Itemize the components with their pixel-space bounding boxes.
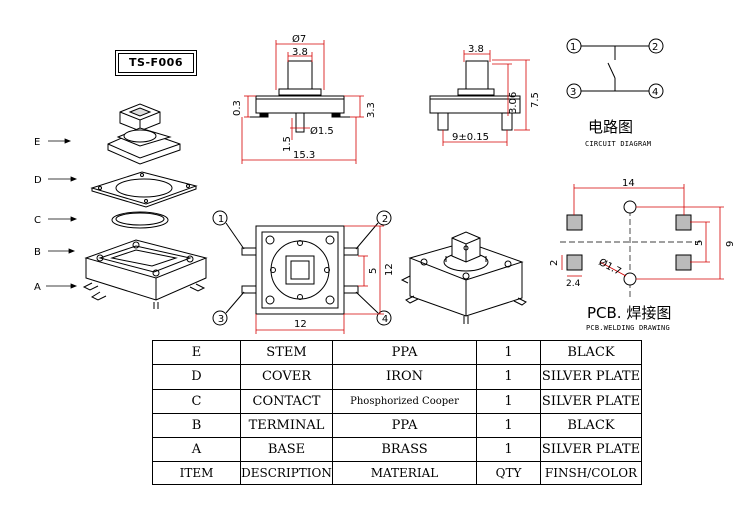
dim-front-pin-length: 1.5 bbox=[282, 136, 293, 152]
cell-qty: 1 bbox=[476, 388, 541, 414]
exploded-label-c: C bbox=[34, 215, 41, 226]
circuit-pin-2: 2 bbox=[652, 42, 658, 53]
exploded-label-d: D bbox=[34, 175, 42, 186]
cell-item: D bbox=[152, 364, 241, 390]
cell-material: IRON bbox=[332, 364, 477, 390]
pcb-dim-height: 9 bbox=[725, 241, 736, 247]
table-row: C CONTACT Phosphorized Cooper 1 SILVER P… bbox=[152, 388, 642, 414]
dim-top-inner: 5 bbox=[368, 268, 379, 274]
dim-top-width: 12 bbox=[294, 319, 307, 330]
dim-side-pins: 9±0.15 bbox=[452, 132, 489, 143]
circuit-diagram bbox=[566, 38, 664, 99]
dim-front-total: 15.3 bbox=[293, 150, 315, 161]
exploded-arrows bbox=[46, 138, 78, 289]
cell-material: PPA bbox=[332, 412, 477, 439]
cell-material: PPA bbox=[332, 339, 477, 366]
dim-top-height: 12 bbox=[384, 263, 395, 276]
circuit-title: 电路图 bbox=[588, 118, 634, 136]
dim-side-total: 7.5 bbox=[530, 92, 541, 108]
cell-description: COVER bbox=[240, 364, 333, 390]
header-qty: QTY bbox=[476, 461, 541, 485]
cell-item: C bbox=[152, 388, 241, 414]
pcb-dim-pad: 2 bbox=[549, 260, 560, 266]
cell-description: STEM bbox=[240, 339, 333, 366]
cell-finish: BLACK bbox=[540, 339, 642, 366]
exploded-view bbox=[46, 103, 208, 309]
table-row: D COVER IRON 1 SILVER PLATE bbox=[152, 364, 642, 390]
part-d-cover bbox=[90, 171, 198, 208]
technical-drawing: E D C B A Ø7 3.8 0.3 3.3 Ø1.5 1.5 15.3 bbox=[34, 33, 736, 334]
pcb-dim-width: 14 bbox=[622, 178, 635, 189]
pcb-subtitle: PCB.WELDING DRAWING bbox=[586, 324, 670, 332]
header-item: ITEM bbox=[152, 461, 241, 485]
cell-finish: SILVER PLATE bbox=[540, 364, 642, 390]
pcb-dim-pad-small: 2.4 bbox=[566, 279, 581, 289]
circuit-pin-4: 4 bbox=[652, 87, 658, 98]
top-dimensions bbox=[255, 225, 384, 334]
side-view bbox=[429, 60, 521, 131]
part-e-stem bbox=[107, 103, 181, 165]
front-view bbox=[250, 60, 350, 133]
pcb-dim-hole: Ø1.7 bbox=[597, 256, 624, 278]
dim-side-inner: 3.06 bbox=[508, 92, 519, 114]
cell-qty: 1 bbox=[476, 436, 541, 463]
cell-item: E bbox=[152, 339, 241, 366]
pcb-dimensions bbox=[561, 184, 724, 280]
top-view bbox=[212, 210, 392, 326]
bom-table: E STEM PPA 1 BLACK D COVER IRON 1 SILVER… bbox=[152, 339, 642, 485]
front-dimensions bbox=[241, 40, 364, 164]
top-pin-4: 4 bbox=[382, 314, 388, 325]
top-pin-3: 3 bbox=[218, 314, 224, 325]
dim-front-top: Ø7 bbox=[292, 33, 306, 45]
dim-front-stem: 3.8 bbox=[292, 47, 308, 58]
header-material: MATERIAL bbox=[332, 461, 477, 485]
cell-material: BRASS bbox=[332, 436, 477, 463]
table-row: E STEM PPA 1 BLACK bbox=[152, 339, 642, 366]
circuit-pin-1: 1 bbox=[570, 42, 576, 53]
cell-qty: 1 bbox=[476, 412, 541, 439]
table-row: A BASE BRASS 1 SILVER PLATE bbox=[152, 436, 642, 463]
cell-description: CONTACT bbox=[240, 388, 333, 414]
cell-item: B bbox=[152, 412, 241, 439]
cell-finish: BLACK bbox=[540, 412, 642, 439]
cell-material: Phosphorized Cooper bbox=[332, 388, 477, 414]
circuit-subtitle: CIRCUIT DIAGRAM bbox=[585, 140, 652, 148]
exploded-label-a: A bbox=[34, 282, 41, 293]
pcb-drawing bbox=[560, 200, 700, 300]
cell-qty: 1 bbox=[476, 339, 541, 366]
part-c-contact bbox=[111, 211, 169, 229]
dim-side-stem: 3.8 bbox=[468, 44, 484, 55]
cell-description: BASE bbox=[240, 436, 333, 463]
dim-front-left: 0.3 bbox=[232, 100, 243, 116]
isometric-view bbox=[400, 231, 527, 324]
pcb-title: PCB. 焊接图 bbox=[587, 304, 672, 322]
top-pin-2: 2 bbox=[382, 214, 388, 225]
exploded-label-e: E bbox=[34, 137, 40, 148]
cell-qty: 1 bbox=[476, 364, 541, 390]
cell-description: TERMINAL bbox=[240, 412, 333, 439]
part-base bbox=[82, 239, 208, 309]
header-finish: FINSH/COLOR bbox=[540, 461, 642, 485]
cell-item: A bbox=[152, 436, 241, 463]
exploded-label-b: B bbox=[34, 247, 41, 258]
table-row: B TERMINAL PPA 1 BLACK bbox=[152, 412, 642, 439]
top-pin-1: 1 bbox=[218, 214, 224, 225]
circuit-pin-3: 3 bbox=[570, 87, 576, 98]
pcb-dim-inner: 5 bbox=[694, 240, 705, 246]
cell-finish: SILVER PLATE bbox=[540, 436, 642, 463]
dim-front-pin: Ø1.5 bbox=[310, 125, 334, 137]
header-description: DESCRIPTION bbox=[240, 461, 333, 485]
model-label: TS-F006 bbox=[115, 50, 197, 76]
cell-finish: SILVER PLATE bbox=[540, 388, 642, 414]
side-dimensions bbox=[442, 50, 530, 146]
dim-front-right: 3.3 bbox=[366, 102, 377, 118]
table-header-row: ITEM DESCRIPTION MATERIAL QTY FINSH/COLO… bbox=[152, 461, 642, 485]
